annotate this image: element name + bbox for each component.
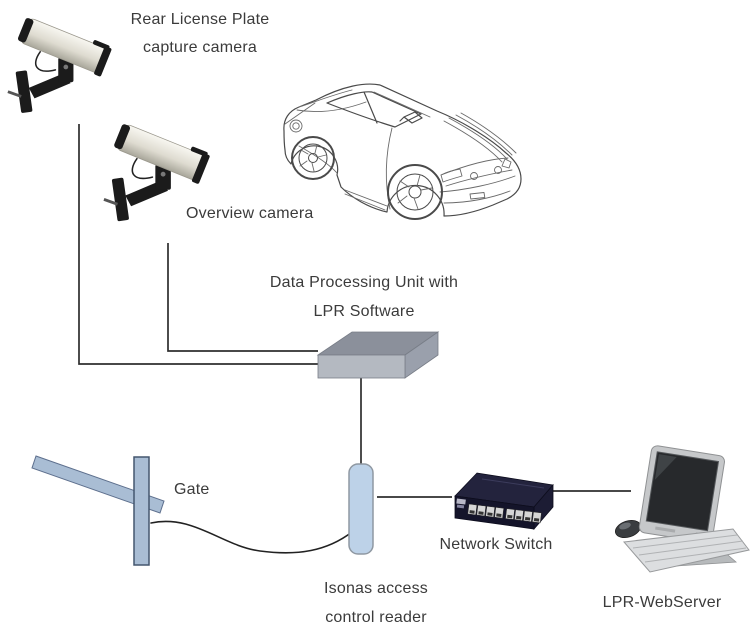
network-switch-illustration — [454, 472, 554, 531]
connection-rear-camera-to-dpu — [78, 124, 318, 365]
webserver-computer-illustration — [614, 445, 750, 573]
reader-label: Isonas access control reader — [324, 580, 428, 626]
dpu-label: Data Processing Unit with LPR Software — [269, 274, 459, 320]
gate-label: Gate — [174, 481, 210, 498]
gate-cable — [150, 520, 353, 554]
webserver-label: LPR-WebServer — [602, 594, 722, 611]
rear-camera-label: Rear License Plate capture camera — [130, 11, 270, 56]
connection-overview-camera-to-dpu — [167, 243, 318, 352]
keyboard-illustration — [623, 528, 750, 573]
mouse-illustration — [614, 519, 642, 539]
network-switch-label: Network Switch — [439, 536, 553, 553]
overview-camera-label: Overview camera — [186, 205, 314, 222]
dpu-box-illustration — [316, 331, 440, 379]
rear-capture-camera-illustration — [6, 11, 115, 115]
gate-illustration — [31, 455, 165, 566]
access-reader-illustration — [348, 463, 374, 555]
monitor-illustration — [638, 445, 725, 544]
car-illustration — [283, 83, 522, 220]
